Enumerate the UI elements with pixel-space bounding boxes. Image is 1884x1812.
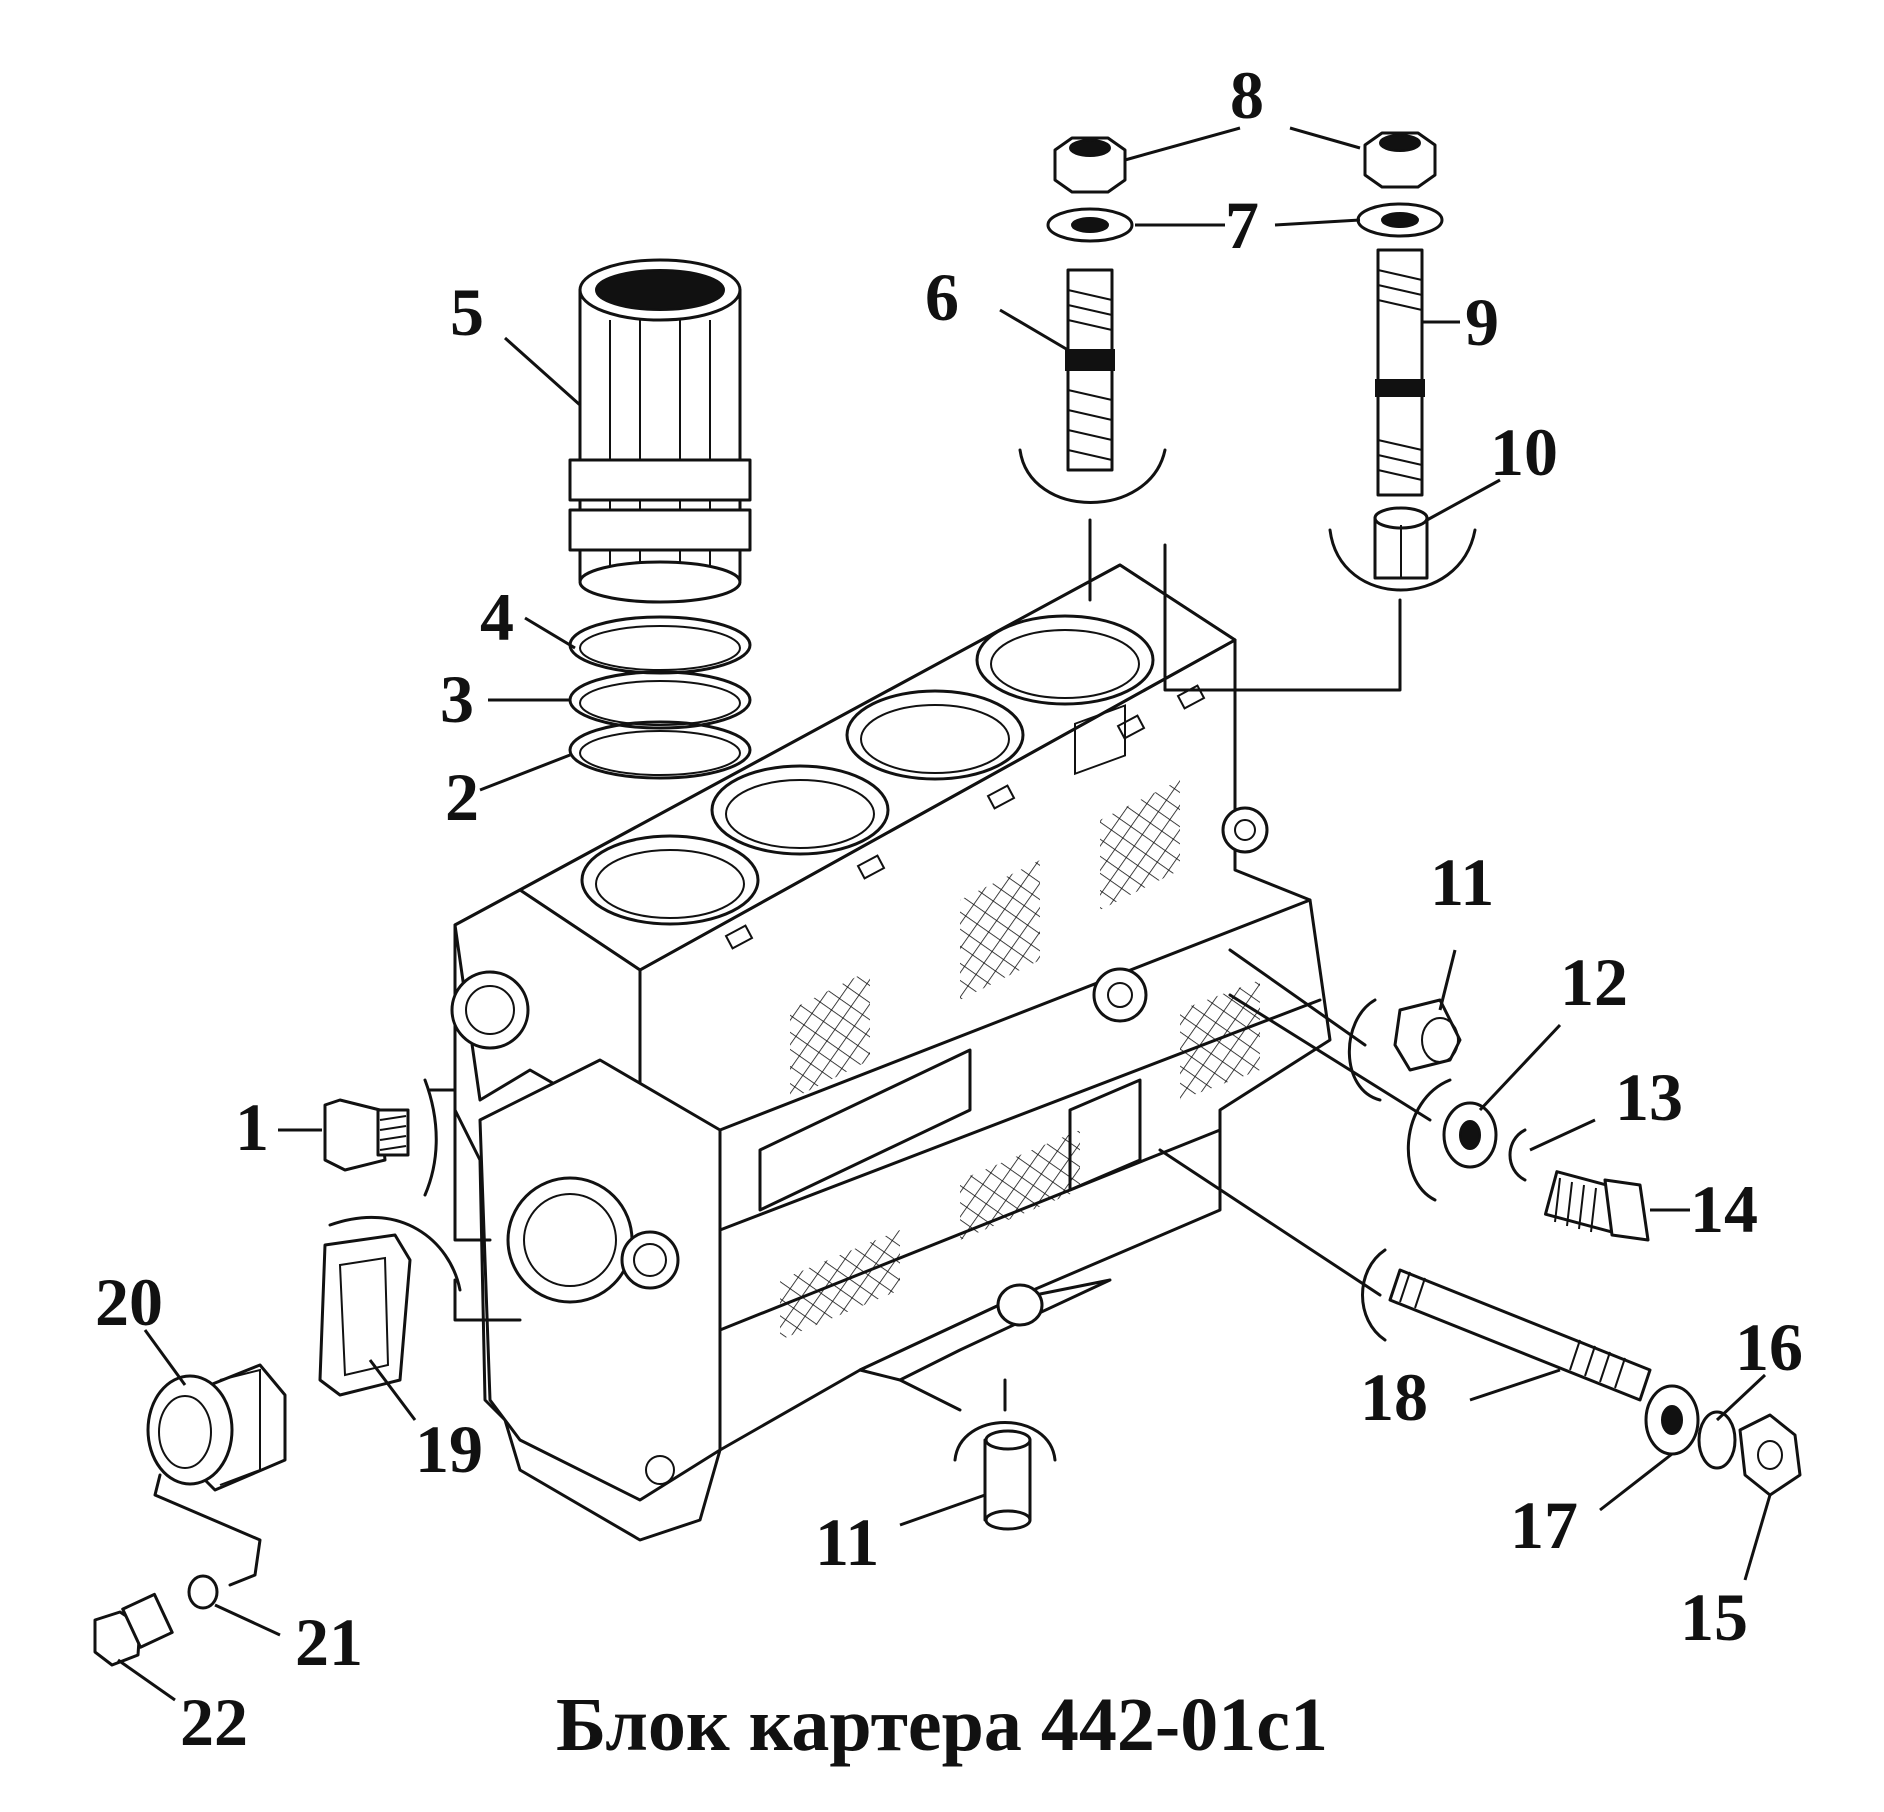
callout-19: 19: [415, 1411, 483, 1487]
plug-1: [323, 1098, 410, 1172]
stud-left: [1065, 268, 1115, 472]
callout-10: 10: [1490, 414, 1558, 490]
stud-18: [1388, 1268, 1652, 1402]
cylinder-liner: [568, 258, 752, 604]
callout-17: 17: [1510, 1487, 1578, 1563]
callout-6: 6: [925, 259, 959, 335]
ring-16: [1697, 1410, 1737, 1470]
nuts-8: [1053, 131, 1437, 194]
callout-16: 16: [1735, 1309, 1803, 1385]
cylinder-bores: [580, 614, 1155, 926]
callout-7: 7: [1225, 187, 1259, 263]
callout-12: 12: [1560, 944, 1628, 1020]
dowel-11-upper: [1393, 998, 1462, 1072]
callout-3: 3: [440, 661, 474, 737]
liner-rings: [568, 615, 752, 780]
diagram-caption: Блок картера 442-01с1: [556, 1683, 1328, 1767]
callout-1: 1: [235, 1089, 269, 1165]
washer-12: [1442, 1101, 1498, 1169]
gasket-19: [318, 1233, 412, 1397]
crankcase-block: [450, 563, 1332, 1542]
bolt-22: [93, 1592, 174, 1667]
callout-20: 20: [95, 1264, 163, 1340]
callout-11-bottom: 11: [815, 1504, 879, 1580]
callout-9: 9: [1465, 284, 1499, 360]
callout-11-top: 11: [1430, 844, 1494, 920]
ring-13: [1508, 1128, 1527, 1182]
washer-17: [1644, 1384, 1700, 1456]
nut-15: [1738, 1413, 1802, 1497]
stud-right: [1375, 248, 1425, 497]
bolt-14: [1543, 1170, 1650, 1242]
callout-4: 4: [480, 579, 514, 655]
callout-15: 15: [1680, 1579, 1748, 1655]
callout-22: 22: [180, 1684, 248, 1760]
dowel-11-lower: [983, 1429, 1032, 1531]
callout-13: 13: [1615, 1059, 1683, 1135]
washers-7: [1046, 202, 1444, 243]
bushing-10: [1373, 506, 1429, 580]
callout-18: 18: [1360, 1359, 1428, 1435]
callout-numbers: 1 2 3 4 5 6 7 8 9 10 11 12 13 14 15 16 1…: [95, 57, 1803, 1760]
cap-20: [146, 1363, 287, 1492]
callout-2: 2: [445, 759, 479, 835]
callout-8: 8: [1230, 57, 1264, 133]
callout-14: 14: [1690, 1171, 1758, 1247]
washer-21: [187, 1574, 219, 1610]
callout-21: 21: [295, 1604, 363, 1680]
callout-5: 5: [450, 274, 484, 350]
leader-lines: [117, 126, 1772, 1702]
